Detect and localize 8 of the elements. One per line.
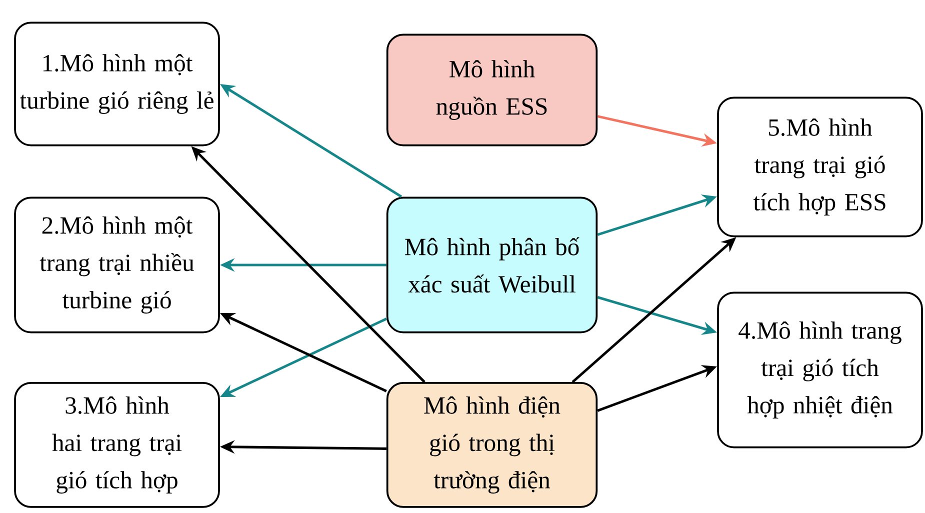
model-box: 5.Mô hình trang trại gió tích hợp ESS [717, 96, 923, 238]
model-box: 3.Mô hình hai trang trại gió tích hợp [14, 382, 220, 508]
model-box: Mô hình nguồn ESS [386, 34, 598, 146]
model-box: Mô hình điện gió trong thị trường điện [386, 382, 598, 508]
model-box: 4.Mô hình trang trại gió tích hợp nhiệt điện [717, 292, 923, 448]
model-box: 2.Mô hình một trang trại nhiều turbine gió [14, 196, 220, 334]
model-box: Mô hình phân bố xác suất Weibull [386, 196, 598, 334]
model-box: 1.Mô hình một turbine gió riêng lẻ [14, 22, 220, 146]
